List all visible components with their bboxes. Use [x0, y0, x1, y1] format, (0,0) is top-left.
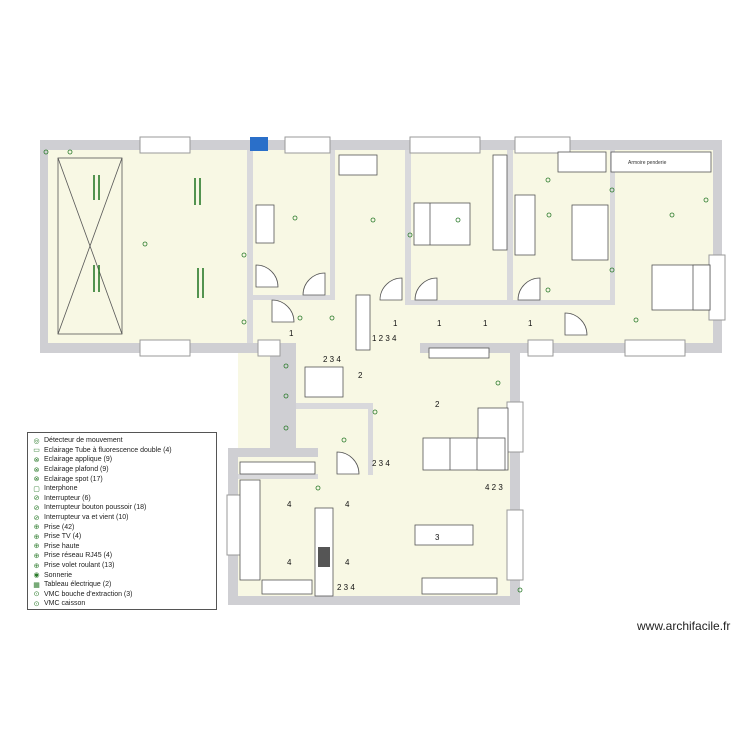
label-1d: 1 [528, 319, 533, 328]
label-234-a: 2 3 4 [323, 355, 341, 364]
legend-symbol-icon: ⊕ [33, 562, 40, 570]
legend-label: VMC caisson [44, 600, 86, 608]
legend-item: ⊙ VMC caisson [32, 599, 212, 609]
windows [139, 136, 726, 581]
legend-item: ◉ Sonnerie [32, 570, 212, 580]
legend-symbol-icon: ⊙ [33, 591, 40, 599]
legend-item: ⊕ Prise (42) [32, 522, 212, 532]
legend-item: ◎ Détecteur de mouvement [32, 436, 212, 446]
legend-item: ⊘ Interrupteur va et vient (10) [32, 513, 212, 523]
legend-item: ⊗ Eclairage plafond (9) [32, 465, 212, 475]
legend-item: ▭ Eclairage Tube à fluorescence double (4… [32, 446, 212, 456]
legend-item: ⊕ Prise réseau RJ45 (4) [32, 551, 212, 561]
legend-symbol-icon: ⊘ [33, 514, 40, 522]
legend-symbol-icon: ⊙ [33, 600, 40, 608]
label-2a: 2 [358, 371, 363, 380]
legend-label: Eclairage Tube à fluorescence double (4) [44, 446, 172, 454]
legend-label: Eclairage spot (17) [44, 475, 103, 483]
legend-item: ⊙ VMC bouche d'extraction (3) [32, 590, 212, 600]
legend-item: ⊗ Eclairage spot (17) [32, 474, 212, 484]
legend-symbol-icon: ⊗ [33, 466, 40, 474]
legend-symbol-icon: ⊕ [33, 524, 40, 532]
cooktop [318, 547, 330, 567]
label-2b: 2 [435, 400, 440, 409]
label-4b: 4 [345, 500, 350, 509]
legend-symbol-icon: ▭ [33, 447, 40, 455]
annotation-labels: 1 1 1 1 1 1 2 3 4 2 3 4 2 2 2 3 4 4 2 3 … [287, 160, 667, 592]
legend-label: Prise haute [44, 542, 80, 550]
legend-symbol-icon: ⊕ [33, 552, 40, 560]
furniture [239, 151, 712, 597]
legend-symbol-icon: ◉ [33, 572, 40, 580]
legend-symbol-icon: ⊗ [33, 476, 40, 484]
label-1b: 1 [437, 319, 442, 328]
legend-label: Prise (42) [44, 523, 75, 531]
legend-label: Sonnerie [44, 571, 73, 579]
electrical-symbols [43, 149, 709, 593]
skylight [57, 157, 123, 335]
label-423: 4 2 3 [485, 483, 503, 492]
legend-label: Interrupteur va et vient (10) [44, 514, 129, 522]
legend-label: Eclairage plafond (9) [44, 466, 109, 474]
legend-item: ⊘ Interrupteur (6) [32, 494, 212, 504]
watermark: www.archifacile.fr [637, 619, 731, 633]
label-234-c: 2 3 4 [337, 583, 355, 592]
legend-symbol-icon: ◎ [33, 437, 40, 445]
label-4d: 4 [345, 558, 350, 567]
legend-symbol-icon: ⊕ [33, 543, 40, 551]
legend-item: ▢ Interphone [32, 484, 212, 494]
legend-item: ⊕ Prise volet roulant (13) [32, 561, 212, 571]
label-1234: 1 2 3 4 [372, 334, 397, 343]
legend-symbol-icon: ⊗ [33, 456, 40, 464]
legend: ◎ Détecteur de mouvement ▭ Eclairage Tube à… [27, 432, 217, 610]
legend-item: ⊕ Prise TV (4) [32, 532, 212, 542]
room-label-armoire: Armoire penderie [628, 160, 667, 166]
legend-label: Détecteur de mouvement [44, 437, 123, 445]
legend-symbol-icon: ▦ [33, 581, 40, 589]
blue-marker [250, 137, 268, 151]
legend-label: Interrupteur (6) [44, 494, 91, 502]
legend-item: ⊗ Eclairage applique (9) [32, 455, 212, 465]
label-3: 3 [435, 533, 440, 542]
legend-symbol-icon: ⊘ [33, 504, 40, 512]
label-4a: 4 [287, 500, 292, 509]
label-4c: 4 [287, 558, 292, 567]
legend-label: VMC bouche d'extraction (3) [44, 590, 133, 598]
legend-item: ⊕ Prise haute [32, 542, 212, 552]
legend-label: Prise réseau RJ45 (4) [44, 552, 113, 560]
legend-label: Eclairage applique (9) [44, 456, 113, 464]
doors [255, 264, 588, 475]
legend-label: Prise TV (4) [44, 533, 82, 541]
legend-item: ▦ Tableau électrique (2) [32, 580, 212, 590]
label-1c: 1 [483, 319, 488, 328]
fluorescent-tubes [93, 175, 204, 298]
legend-item: ⊘ Interrupteur bouton poussoir (18) [32, 503, 212, 513]
legend-symbol-icon: ⊕ [33, 533, 40, 541]
legend-label: Tableau électrique (2) [44, 581, 112, 589]
legend-symbol-icon: ▢ [33, 485, 40, 493]
label-234-b: 2 3 4 [372, 459, 390, 468]
legend-label: Interphone [44, 485, 78, 493]
label-1e: 1 [289, 329, 294, 338]
label-1a: 1 [393, 319, 398, 328]
legend-symbol-icon: ⊘ [33, 495, 40, 503]
legend-label: Interrupteur bouton poussoir (18) [44, 504, 147, 512]
legend-label: Prise volet roulant (13) [44, 562, 115, 570]
